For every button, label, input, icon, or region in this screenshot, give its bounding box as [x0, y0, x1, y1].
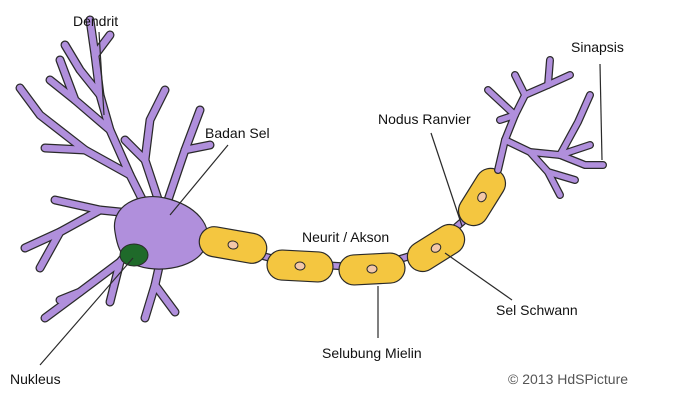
- schwann-cell: [338, 252, 405, 285]
- label-dendrit: Dendrit: [73, 13, 118, 29]
- dendrites: [20, 20, 210, 318]
- label-badan-sel: Badan Sel: [205, 125, 270, 141]
- copyright-text: © 2013 HdSPicture: [508, 371, 628, 387]
- schwann-cell: [197, 224, 269, 265]
- label-nukleus: Nukleus: [10, 371, 61, 387]
- label-selubung-mielin: Selubung Mielin: [322, 345, 422, 361]
- axon-terminals: [488, 60, 603, 195]
- label-sel-schwann: Sel Schwann: [496, 302, 578, 318]
- schwann-cell: [266, 249, 333, 282]
- nucleus: [120, 244, 148, 266]
- label-neurit-akson: Neurit / Akson: [302, 229, 389, 245]
- label-sinapsis: Sinapsis: [571, 39, 624, 55]
- label-nodus-ranvier: Nodus Ranvier: [378, 111, 471, 127]
